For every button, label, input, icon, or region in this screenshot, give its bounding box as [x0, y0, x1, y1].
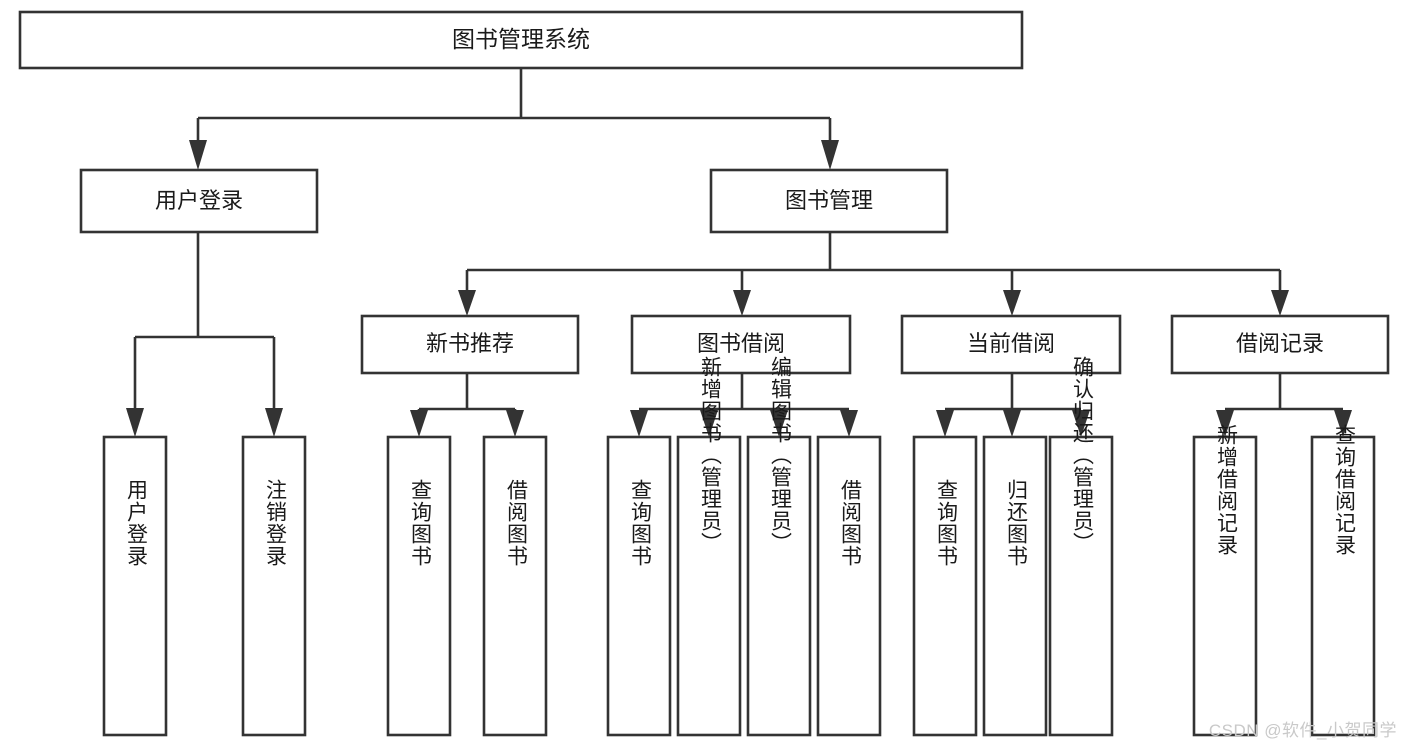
leaf-borrow-book-1-box[interactable] [482, 435, 548, 737]
leaf-add-record[interactable]: 新增借阅记录 [1192, 424, 1258, 737]
leaf-edit-book-box[interactable] [746, 435, 812, 737]
leaf-query-book-2-box[interactable] [606, 435, 672, 737]
node-book-borrow-box[interactable] [630, 314, 852, 375]
node-root-label: 图书管理系统 [452, 26, 590, 52]
arrow-to-new-book-recommend [458, 290, 476, 316]
node-current-borrow-box[interactable] [900, 314, 1122, 375]
leaf-borrow-book-2-label: 借阅图书 [838, 479, 862, 567]
leaf-query-book-1-box[interactable] [386, 435, 452, 737]
leaf-logout-box[interactable] [241, 435, 307, 737]
node-new-book-recommend[interactable]: 新书推荐 [360, 314, 580, 375]
node-book-management-label: 图书管理 [785, 188, 873, 213]
leaf-query-book-3-label: 查询图书 [934, 479, 958, 567]
leaf-query-book-2-label: 查询图书 [628, 479, 652, 567]
leaf-query-book-1[interactable]: 查询图书 [386, 435, 452, 737]
leaf-query-book-2[interactable]: 查询图书 [606, 435, 672, 737]
node-borrow-record-label: 借阅记录 [1236, 331, 1324, 356]
leaf-edit-book-label: 编辑图书（管理员） [768, 356, 792, 554]
arrow-leaf-query-book-3 [936, 410, 954, 437]
node-borrow-record-box[interactable] [1170, 314, 1390, 375]
arrow-leaf-return-book [1003, 410, 1021, 437]
leaf-edit-book[interactable]: 编辑图书（管理员） [746, 356, 812, 737]
leaf-confirm-return-box[interactable] [1048, 435, 1114, 737]
node-user-login-box[interactable] [79, 168, 319, 234]
leaf-borrow-book-1[interactable]: 借阅图书 [482, 435, 548, 737]
leaf-return-book-box[interactable] [982, 435, 1048, 737]
connector-current-borrow-to-leaves [936, 373, 1090, 437]
arrow-to-current-borrow [1003, 290, 1021, 316]
arrow-to-book-borrow [733, 290, 751, 316]
leaf-query-record-label: 查询借阅记录 [1332, 424, 1356, 556]
node-root-box[interactable] [18, 10, 1024, 70]
leaf-add-record-label: 新增借阅记录 [1214, 424, 1238, 556]
node-book-management[interactable]: 图书管理 [709, 168, 949, 234]
connector-book-borrow-to-leaves [630, 373, 858, 437]
leaf-borrow-book-1-label: 借阅图书 [504, 479, 528, 567]
node-new-book-recommend-box[interactable] [360, 314, 580, 375]
leaf-add-book[interactable]: 新增图书（管理员） [676, 356, 742, 737]
connector-new-book-to-leaves [410, 373, 524, 437]
leaf-user-login-box[interactable] [102, 435, 168, 737]
leaf-user-login[interactable]: 用户登录 [102, 435, 168, 737]
leaf-return-book-label: 归还图书 [1004, 479, 1028, 567]
arrow-leaf-query-book-2 [630, 410, 648, 437]
leaf-confirm-return[interactable]: 确认归还（管理员） [1048, 356, 1114, 737]
connector-root-to-level1 [189, 68, 839, 170]
leaf-borrow-book-2[interactable]: 借阅图书 [816, 435, 882, 737]
node-current-borrow[interactable]: 当前借阅 [900, 314, 1122, 375]
node-new-book-recommend-label: 新书推荐 [426, 331, 514, 356]
arrow-leaf-query-book-1 [410, 410, 428, 437]
arrow-leaf-edit-book [770, 410, 788, 437]
arrow-leaf-query-record [1334, 410, 1352, 437]
arrow-to-borrow-record [1271, 290, 1289, 316]
leaf-return-book[interactable]: 归还图书 [982, 435, 1048, 737]
leaf-add-record-box[interactable] [1192, 435, 1258, 737]
leaf-logout-label: 注销登录 [263, 479, 287, 567]
leaf-query-book-1-label: 查询图书 [408, 479, 432, 567]
node-borrow-record[interactable]: 借阅记录 [1170, 314, 1390, 375]
node-book-borrow-label: 图书借阅 [697, 331, 785, 356]
arrow-to-user-login [189, 140, 207, 170]
leaf-borrow-book-2-box[interactable] [816, 435, 882, 737]
node-user-login[interactable]: 用户登录 [79, 168, 319, 234]
leaf-user-login-label: 用户登录 [124, 479, 148, 567]
csdn-watermark: CSDN @软件_小贺同学 [1208, 721, 1397, 740]
leaf-confirm-return-label: 确认归还（管理员） [1070, 356, 1094, 554]
leaf-add-book-label: 新增图书（管理员） [698, 356, 722, 554]
connector-borrow-record-to-leaves [1216, 373, 1352, 437]
arrow-leaf-logout [265, 408, 283, 437]
node-book-management-box[interactable] [709, 168, 949, 234]
arrow-to-book-management [821, 140, 839, 170]
node-user-login-label: 用户登录 [155, 188, 243, 213]
connector-user-login-to-leaves [126, 232, 283, 437]
leaf-add-book-box[interactable] [676, 435, 742, 737]
arrow-leaf-user-login [126, 408, 144, 437]
leaf-logout[interactable]: 注销登录 [241, 435, 307, 737]
arrow-leaf-add-record [1216, 410, 1234, 437]
node-book-borrow[interactable]: 图书借阅 [630, 314, 852, 375]
node-root[interactable]: 图书管理系统 [18, 10, 1024, 70]
arrow-leaf-confirm-return [1072, 410, 1090, 437]
connector-book-management-to-level2 [458, 232, 1289, 316]
leaf-query-record-box[interactable] [1310, 435, 1376, 737]
arrow-leaf-borrow-book-1 [506, 410, 524, 437]
arrow-leaf-borrow-book-2 [840, 410, 858, 437]
leaf-query-book-3[interactable]: 查询图书 [912, 435, 978, 737]
arrow-leaf-add-book [700, 410, 718, 437]
leaf-query-record[interactable]: 查询借阅记录 [1310, 424, 1376, 737]
leaf-query-book-3-box[interactable] [912, 435, 978, 737]
node-current-borrow-label: 当前借阅 [967, 331, 1055, 356]
